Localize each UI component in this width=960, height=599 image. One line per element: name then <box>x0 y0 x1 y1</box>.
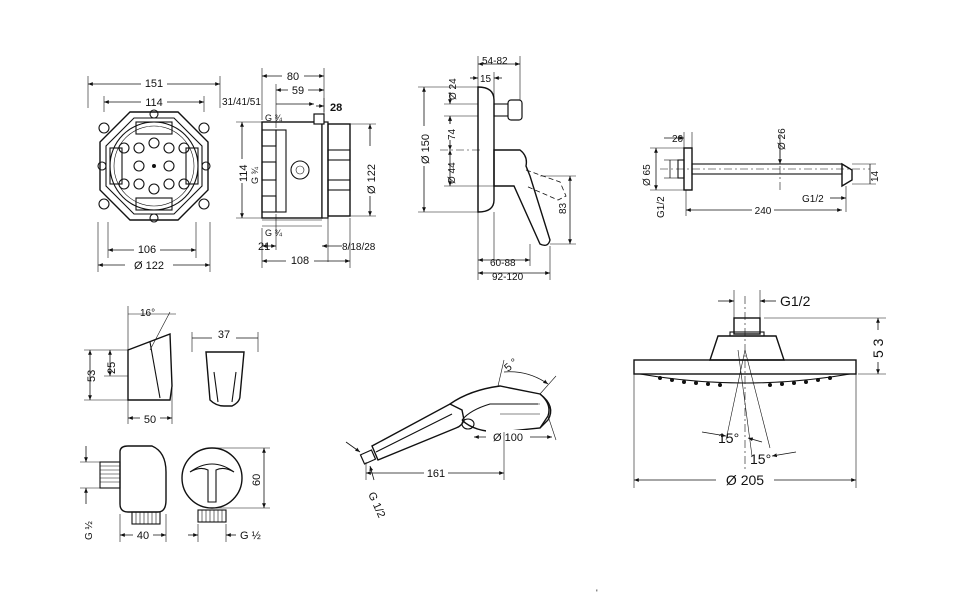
spout-dimensions: 20 Ø 65 G1/2 Ø 26 14 G1/2 240 <box>642 128 881 218</box>
outlet-body <box>99 445 243 525</box>
dim-15-deg-b: 15° <box>750 451 771 467</box>
dim-92-120: 92-120 <box>492 272 524 283</box>
dim-dia-205: Ø 205 <box>726 472 764 488</box>
dim-53: 5 3 <box>870 338 886 358</box>
dim-dia-44: Ø 44 <box>447 162 458 184</box>
dim-8-18-28: 8/18/28 <box>342 242 376 253</box>
dim-dia-122: Ø 122 <box>134 260 164 272</box>
holder-view: 16° 53 25 50 37 <box>84 306 259 426</box>
dim-14: 14 <box>870 170 881 182</box>
box-side-dimensions: 80 59 31/41/51 28 G ¾ G ¾ G ¾ 114 Ø 122 … <box>222 68 378 268</box>
dim-dia-150: Ø 150 <box>420 134 432 164</box>
dim-37: 37 <box>218 329 230 341</box>
overhead-shower-dimensions: G1/2 5 3 15° 15° Ø 205 <box>633 290 886 488</box>
mixer-dimensions: 54-82 15 Ø 24 Ø 150 74 Ø 44 83 60 <box>416 56 576 283</box>
dim-80: 80 <box>287 71 299 83</box>
label-g34-bottom: G ¾ <box>265 228 283 238</box>
outlet-view: G ½ 40 60 G ½ <box>80 445 270 542</box>
dim-dia-100: Ø 100 <box>493 432 523 444</box>
dim-dia-65: Ø 65 <box>642 164 653 186</box>
box-front-dimensions: 151 114 106 Ø 122 <box>87 76 221 272</box>
footer-mark: ' <box>596 588 598 598</box>
label-g34-top: G ¾ <box>265 113 283 123</box>
dim-54-82: 54-82 <box>482 56 508 67</box>
label-g34-left: G ¾ <box>250 166 260 184</box>
dim-15-deg-a: 15° <box>718 430 739 446</box>
dim-161: 161 <box>427 468 445 480</box>
dim-106: 106 <box>138 244 156 256</box>
box-front-body <box>97 109 211 223</box>
dim-114-vertical: 114 <box>238 164 250 182</box>
box-front-view: 151 114 106 Ø 122 <box>87 76 221 272</box>
dim-dia-24: Ø 24 <box>448 78 459 100</box>
outlet-dimensions: G ½ 40 60 G ½ <box>80 446 270 542</box>
dim-151: 151 <box>145 78 163 90</box>
dim-108: 108 <box>291 255 309 267</box>
dim-50: 50 <box>144 414 156 426</box>
dim-16-deg: 16° <box>140 308 155 319</box>
dim-240: 240 <box>755 206 772 217</box>
holder-dimensions: 16° 53 25 50 37 <box>84 306 259 426</box>
dim-53: 53 <box>86 370 98 382</box>
mixer-body <box>440 86 567 262</box>
dim-20: 20 <box>672 134 684 145</box>
dim-15: 15 <box>480 74 492 85</box>
label-g12-vertical: G1/2 <box>656 196 667 218</box>
holder-body <box>127 332 245 407</box>
dim-59: 59 <box>292 85 304 97</box>
box-side-view: 80 59 31/41/51 28 G ¾ G ¾ G ¾ 114 Ø 122 … <box>222 68 378 268</box>
dim-dia-122-vertical: Ø 122 <box>366 164 378 194</box>
dim-60: 60 <box>251 474 263 486</box>
label-g12: G1/2 <box>802 194 824 205</box>
dim-60-88: 60-88 <box>490 258 516 269</box>
spout-body <box>660 147 870 191</box>
dim-31-41-51: 31/41/51 <box>222 97 261 108</box>
dim-83: 83 <box>558 202 569 214</box>
box-side-body <box>261 113 351 227</box>
dim-dia-26: Ø 26 <box>777 128 788 150</box>
dim-40: 40 <box>137 530 149 542</box>
dim-114: 114 <box>145 97 163 109</box>
label-g12: G1/2 <box>780 293 811 309</box>
overhead-shower-body <box>633 296 857 470</box>
dim-28: 28 <box>330 102 342 114</box>
spout-view: 20 Ø 65 G1/2 Ø 26 14 G1/2 240 <box>642 128 881 218</box>
dim-21: 21 <box>258 241 270 253</box>
label-g12: G ½ <box>240 530 261 542</box>
label-g12-vertical: G ½ <box>84 520 95 540</box>
label-g12: G 1/2 <box>365 490 387 519</box>
dim-25: 25 <box>106 362 118 374</box>
hand-shower-view: 5 ° Ø 100 161 G 1/2 <box>345 356 557 520</box>
mixer-view: 54-82 15 Ø 24 Ø 150 74 Ø 44 83 60 <box>416 56 576 283</box>
dim-74: 74 <box>447 128 458 140</box>
hand-shower-dimensions: 5 ° Ø 100 161 G 1/2 <box>345 356 557 520</box>
hand-shower-body <box>359 385 552 465</box>
overhead-shower-view: G1/2 5 3 15° 15° Ø 205 <box>633 290 886 488</box>
